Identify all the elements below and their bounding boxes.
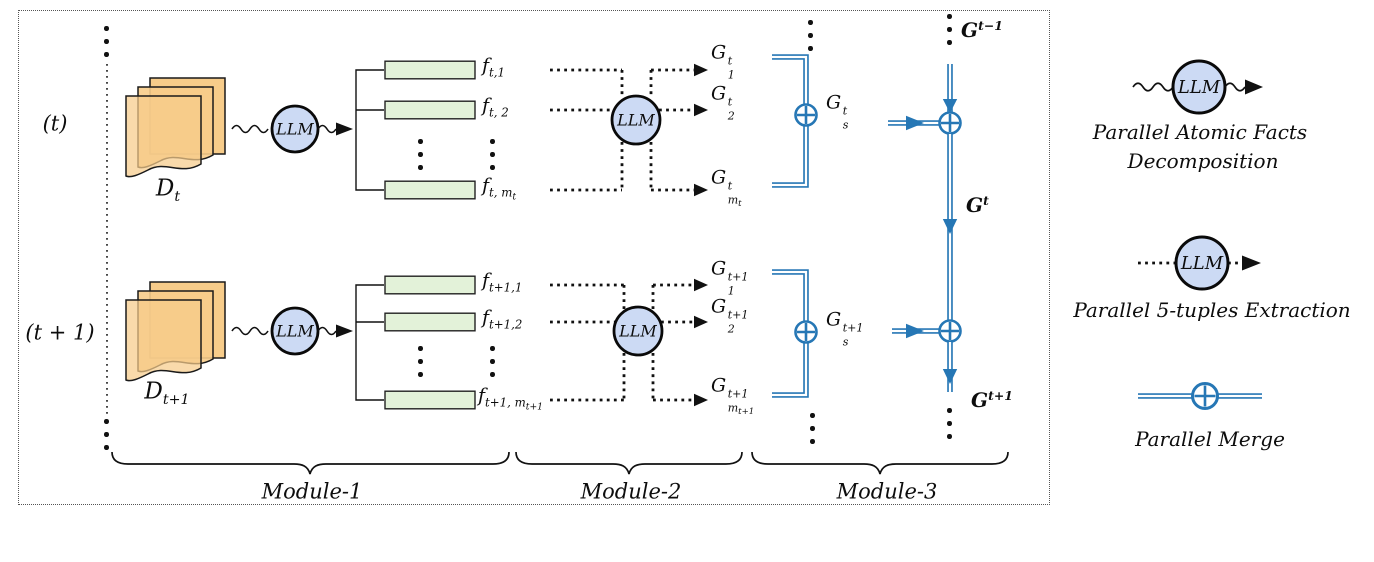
squiggle-llm-arrow-t1 <box>231 306 353 356</box>
module-brace-1 <box>111 451 510 475</box>
ellipsis-dots <box>947 14 952 45</box>
ellipsis-dots <box>947 408 952 439</box>
module-label-2: Module-2 <box>580 479 682 504</box>
merge-bracket-t <box>772 54 818 188</box>
fact-boxes-t1 <box>384 275 476 410</box>
module-label-1: Module-1 <box>261 479 363 504</box>
oplus-icon <box>938 111 962 135</box>
ellipsis-dots <box>104 419 109 450</box>
dotted-crossbar-t <box>550 63 708 197</box>
arrowhead-icon <box>694 183 708 197</box>
fact-label: ft+1,1 <box>482 269 523 295</box>
module-label-3: Module-3 <box>836 479 938 504</box>
timeline-label-current: Gt <box>966 193 989 217</box>
fact-label: ft+1, mt+1 <box>478 384 543 413</box>
legend-merge-icon <box>1138 382 1262 410</box>
arrowhead-icon <box>694 103 708 117</box>
llm-label: LLM <box>1177 77 1221 98</box>
fact-label: ft, mt <box>482 174 517 203</box>
llm-circle-extract-t1 <box>612 305 664 357</box>
merge-arrow-t1 <box>892 323 939 339</box>
llm-label: LLM <box>616 111 655 130</box>
arrowhead-icon <box>694 63 708 77</box>
legend-extraction-label: Parallel 5-tuples Extraction <box>1073 298 1351 322</box>
blue-arrowhead-icon <box>906 323 924 339</box>
arrowhead-icon <box>694 278 708 292</box>
ellipsis-dots <box>810 413 815 444</box>
ellipsis-dots <box>808 20 813 51</box>
dotted-crossbar-t1 <box>550 278 708 407</box>
arrowhead-icon <box>1242 255 1261 271</box>
oplus-icon <box>1191 382 1219 410</box>
fact-boxes-t <box>384 60 476 200</box>
legend-decomposition-label-1: Parallel Atomic Facts <box>1092 120 1308 144</box>
llm-circle-legend-2 <box>1174 235 1230 291</box>
merge-bracket-t1 <box>772 269 818 398</box>
ellipsis-dots <box>104 26 109 57</box>
fork-bracket-t <box>355 69 384 191</box>
blue-arrowhead-icon <box>942 99 958 113</box>
fact-label: ft+1,2 <box>482 306 523 332</box>
fact-label: ft, 2 <box>482 94 509 120</box>
module-brace-3 <box>751 451 1009 475</box>
dotted-frame <box>18 10 1050 505</box>
oplus-icon <box>938 319 962 343</box>
timeline-label-prev: Gt−1 <box>961 18 1003 42</box>
fact-label: ft,1 <box>482 54 506 80</box>
blue-arrowhead-icon <box>942 369 958 384</box>
legend-merge-label: Parallel Merge <box>1135 427 1285 451</box>
llm-circle-extract-t <box>610 94 662 146</box>
doc-label-t: Dt <box>155 175 181 206</box>
module-brace-2 <box>515 451 743 475</box>
document-stack-t <box>125 77 226 178</box>
fork-bracket-t1 <box>355 284 384 401</box>
arrowhead-icon <box>1245 79 1263 95</box>
oplus-icon <box>794 320 818 344</box>
module-braces <box>111 451 1009 475</box>
ellipsis-dots <box>490 139 495 170</box>
document-stack-t1 <box>125 281 226 382</box>
llm-label: LLM <box>275 322 314 341</box>
time-label-t: (t) <box>42 111 68 136</box>
arrowhead-icon <box>694 315 708 329</box>
timeline-line <box>938 64 962 392</box>
blue-arrowhead-icon <box>906 115 924 131</box>
ellipsis-dots <box>490 346 495 377</box>
blue-arrowhead-icon <box>942 219 958 234</box>
legend-decomposition-label-2: Decomposition <box>1127 149 1279 173</box>
legend-extraction-icon <box>1138 235 1261 291</box>
arrowhead-icon <box>336 324 353 338</box>
oplus-icon <box>794 103 818 127</box>
ellipsis-dots <box>418 346 423 377</box>
llm-label: LLM <box>1180 253 1224 274</box>
llm-label: LLM <box>275 120 314 139</box>
legend-decomposition-icon <box>1132 59 1263 115</box>
timeline-label-next: Gt+1 <box>971 388 1013 412</box>
time-label-t1: (t + 1) <box>25 320 95 345</box>
squiggle-llm-arrow-t <box>231 104 353 154</box>
ellipsis-dots <box>418 139 423 170</box>
arrowhead-icon <box>694 393 708 407</box>
llm-label: LLM <box>618 322 657 341</box>
arrowhead-icon <box>336 122 353 136</box>
merge-arrow-t <box>888 115 939 131</box>
doc-label-t1: Dt+1 <box>144 378 190 409</box>
